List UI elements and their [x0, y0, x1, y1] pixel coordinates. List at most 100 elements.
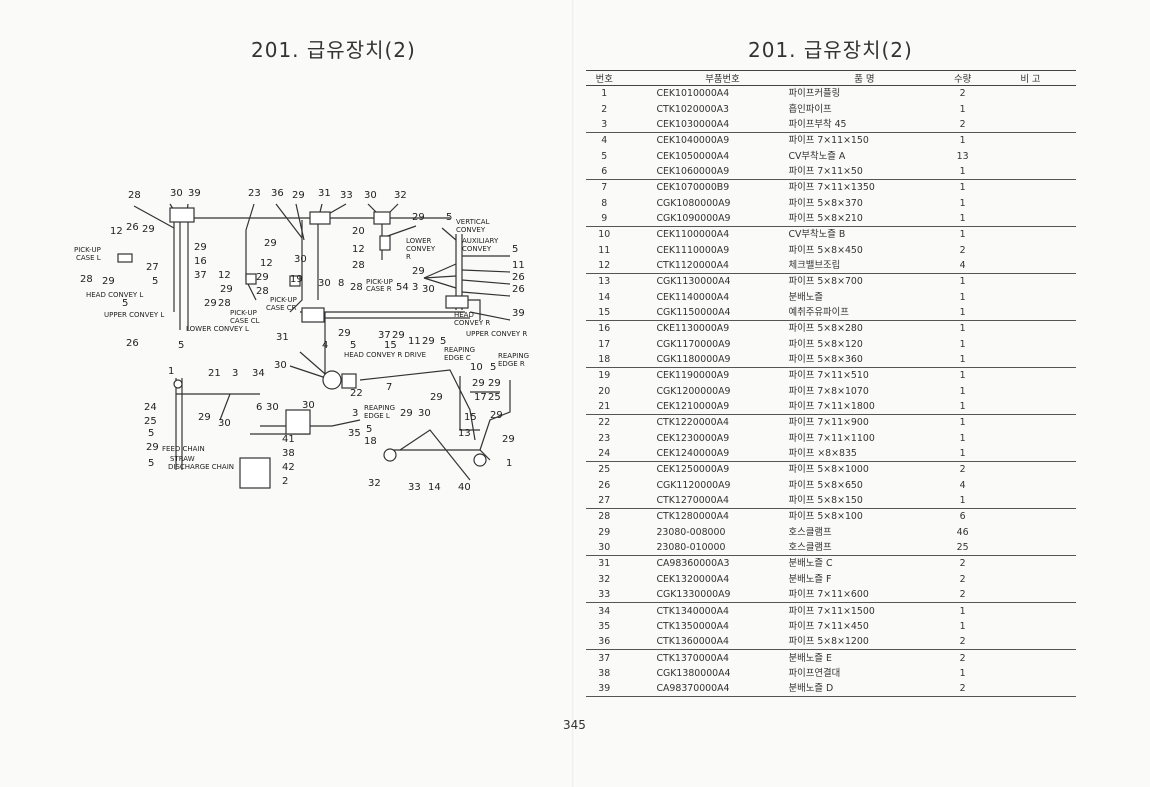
callout-number: 40	[458, 482, 471, 493]
label-head-convey-l: HEAD CONVEY L	[86, 291, 143, 299]
row-note	[985, 337, 1076, 352]
label-lower-convey-r-3: R	[406, 253, 411, 261]
row-number: 21	[586, 398, 623, 416]
callout-number: 5	[490, 362, 496, 373]
label-pickup-case-cl-1: PICK-UP	[230, 309, 257, 317]
row-note	[984, 492, 1076, 510]
label-vertical-convey-2: CONVEY	[456, 226, 486, 234]
row-note	[985, 650, 1076, 666]
row-part-number: CTK1120000A4	[622, 257, 789, 275]
row-part-name: 파이프 5×8×650	[788, 479, 863, 491]
row-part-name: 파이프 5×8×120	[788, 338, 863, 350]
row-part-number: CGK1090000A9	[622, 210, 789, 228]
row-number: 29	[598, 526, 611, 538]
row-note	[985, 274, 1076, 290]
row-quantity: 1	[959, 229, 966, 241]
row-number: 36	[586, 634, 623, 651]
row-quantity: 1	[940, 351, 985, 369]
row-quantity: 1	[959, 620, 966, 632]
row-quantity: 1	[959, 370, 966, 382]
row-number: 22	[598, 417, 611, 429]
row-part-number: CEK1030000A4	[622, 116, 789, 134]
row-quantity: 1	[940, 398, 985, 416]
label-vertical-convey-1: VERTICAL	[456, 218, 490, 226]
row-quantity: 1	[959, 432, 966, 444]
callout-number: 29	[490, 410, 503, 421]
callout-number: 41	[282, 434, 295, 445]
header-note: 비 고	[984, 70, 1076, 86]
row-part-name: 파이프 7×11×900	[788, 417, 869, 429]
row-quantity: 1	[959, 417, 966, 429]
row-number: 15	[586, 304, 623, 322]
callout-number: 13	[458, 428, 471, 439]
callout-number: 12	[218, 270, 231, 281]
table-header-row: 번호 부품번호 품 명 수량 비 고	[586, 70, 1076, 86]
row-note	[985, 462, 1076, 478]
row-quantity: 2	[940, 634, 985, 651]
callout-number: 25	[488, 392, 501, 403]
callout-number: 30	[218, 418, 231, 429]
row-quantity: 1	[959, 667, 966, 679]
callout-number: 2	[282, 476, 288, 487]
callout-number: 1	[506, 458, 512, 469]
row-note	[984, 587, 1076, 604]
row-note	[985, 86, 1076, 102]
callout-number: 31	[318, 188, 331, 199]
row-number: 38	[598, 667, 611, 679]
header-part-name: 품 명	[788, 70, 941, 86]
row-number: 2	[601, 103, 608, 115]
row-note	[985, 509, 1076, 525]
callout-number: 29	[338, 328, 351, 339]
row-part-number: CEK1010000A4	[656, 88, 730, 100]
row-part-number: CGK1150000A4	[622, 304, 789, 322]
row-number: 32	[598, 573, 611, 585]
callout-number: 5	[350, 340, 356, 351]
page-number: 345	[563, 718, 586, 732]
callout-number: 29	[502, 434, 515, 445]
row-number: 5	[601, 150, 608, 162]
row-number: 4	[601, 135, 608, 147]
row-note	[985, 180, 1076, 196]
row-part-name: 파이프 7×11×50	[788, 163, 941, 181]
row-part-name: 분배노즐 E	[788, 652, 832, 664]
row-part-number: 23080-008000	[656, 526, 726, 538]
header-quantity: 수량	[940, 70, 985, 86]
callout-number: 54	[396, 282, 409, 293]
row-part-number: CGK1330000A9	[622, 587, 789, 604]
callout-number: 5	[148, 428, 154, 439]
row-note	[985, 242, 1076, 257]
callout-number: 11	[408, 336, 421, 347]
callout-number: 29	[412, 266, 425, 277]
row-note	[984, 351, 1076, 369]
callout-number: 30	[266, 402, 279, 413]
row-part-number: CEK1240000A9	[622, 445, 789, 463]
row-part-number: CA98370000A4	[622, 681, 789, 698]
row-part-number: CEK1210000A9	[622, 398, 789, 416]
row-number: 6	[586, 163, 623, 181]
callout-number: 5	[440, 336, 446, 347]
row-quantity: 1	[959, 338, 966, 350]
row-number: 23	[598, 432, 611, 444]
callout-number: 38	[282, 448, 295, 459]
row-part-name: 파이프 5×8×150	[788, 492, 941, 510]
header-part-number: 부품번호	[622, 70, 789, 86]
row-part-number: CGK1170000A9	[656, 338, 731, 350]
callout-number: 30	[364, 190, 377, 201]
row-number: 26	[598, 479, 611, 491]
row-part-name: 파이프 7×11×1500	[788, 605, 875, 617]
row-note	[984, 257, 1076, 275]
row-quantity: 1	[959, 182, 966, 194]
row-number: 25	[598, 464, 611, 476]
callout-number: 5	[446, 212, 452, 223]
label-upper-convey-l: UPPER CONVEY L	[104, 311, 164, 319]
row-number: 19	[598, 370, 611, 382]
callout-number: 16	[194, 256, 207, 267]
